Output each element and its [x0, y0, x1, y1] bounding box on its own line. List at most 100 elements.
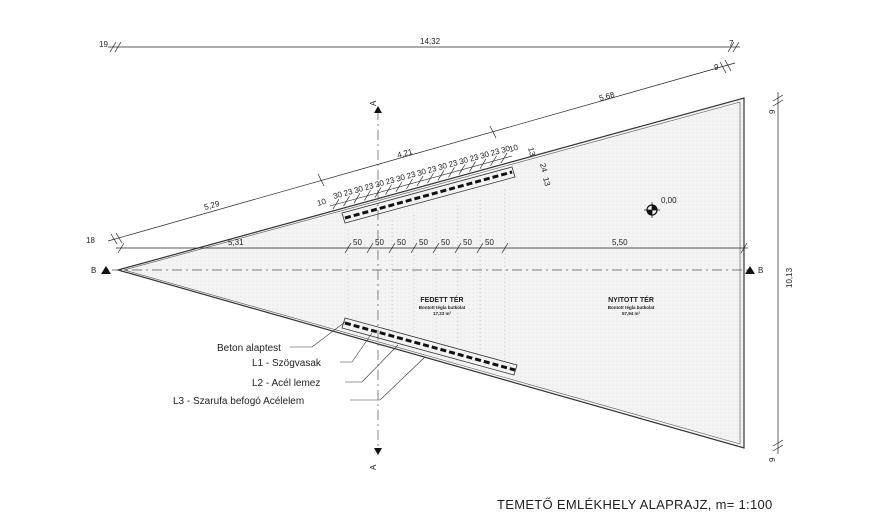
dimension-label: 23 [490, 147, 502, 158]
section-label-b-left: B [91, 266, 96, 275]
dimension-label: 30 [374, 178, 386, 189]
dimension-label: 50 [463, 238, 472, 247]
dim-corner-a: 13 [526, 146, 537, 157]
dim-corner-c: 13 [541, 176, 552, 187]
space-covered: FEDETT TÉR Bontott tégla butkolat 17,23 … [419, 295, 466, 316]
dimension-label: 50 [485, 238, 494, 247]
dim-horizontal-right: 5,50 [612, 238, 628, 247]
section-arrow-b-right [745, 266, 755, 274]
section-arrow-a-bottom [374, 448, 382, 455]
dimension-tick [353, 193, 361, 204]
top-dimension [108, 41, 740, 53]
drawing-title: TEMETŐ EMLÉKHELY ALAPRAJZ, m= 1:100 [497, 497, 773, 512]
dimension-label: 23 [427, 164, 439, 175]
dimension-tick [479, 158, 487, 169]
dim-beam-edge-right: 10 [508, 143, 520, 154]
dimension-label: 30 [500, 144, 512, 155]
dim-top-total: 14,32 [420, 37, 441, 46]
dimension-label: 23 [469, 152, 481, 163]
dim-right-total: 10,13 [785, 267, 794, 288]
plot-outline [115, 97, 745, 449]
dim-beam-edge-left: 10 [316, 197, 328, 208]
section-label-a-bottom: A [369, 464, 378, 470]
horizontal-dimension-chain: 50 50 50 50 50 50 50 [344, 238, 509, 254]
dimension-tick [501, 242, 509, 254]
dimension-tick [364, 190, 371, 201]
dimension-label: 50 [419, 238, 428, 247]
dim-top-left: 19 [99, 40, 108, 49]
space-name: FEDETT TÉR [420, 295, 463, 304]
dimension-tick [427, 172, 434, 184]
dimension-label: 23 [364, 181, 376, 192]
legend-l1: L1 - Szögvasak [252, 358, 322, 369]
slope-dimension [107, 59, 736, 245]
dimension-tick [406, 178, 413, 190]
dimension-label: 50 [397, 238, 406, 247]
dimension-label: 23 [343, 187, 355, 198]
space-area: 57,94 m² [622, 311, 641, 316]
space-area: 17,23 m² [433, 311, 452, 316]
dimension-tick [469, 161, 476, 172]
dim-right-top: 9 [768, 109, 777, 114]
dim-slope-left: 5,29 [203, 199, 221, 212]
dimension-tick [416, 175, 424, 187]
dimension-tick [500, 152, 508, 164]
dim-slope-start: 18 [86, 236, 95, 245]
dimension-label: 30 [437, 161, 449, 172]
dimension-tick [432, 242, 440, 254]
level-marker-label: 0,00 [661, 196, 677, 205]
dimension-tick [395, 181, 403, 192]
dimension-tick [332, 198, 340, 210]
dimension-tick [374, 187, 382, 198]
dimension-label: 50 [353, 238, 362, 247]
space-name: NYITOTT TÉR [608, 295, 654, 304]
dimension-tick [454, 242, 462, 254]
dimension-tick [490, 155, 497, 167]
dimension-tick [437, 170, 445, 181]
dim-slope-right: 5,68 [598, 90, 616, 103]
section-label-a-top: A [369, 100, 378, 106]
dim-slope-middle: 4,21 [396, 147, 414, 160]
space-finish: Bontott tégla butkolat [419, 305, 466, 310]
dimension-tick [410, 242, 418, 254]
dimension-tick [388, 242, 396, 254]
dim-right-bottom: 9 [768, 457, 777, 462]
horizontal-dimension [116, 242, 748, 254]
right-dimension [772, 92, 784, 454]
top-beam-strip [341, 166, 516, 224]
space-finish: Bontott tégla butkolat [608, 305, 655, 310]
dimension-label: 30 [479, 149, 491, 160]
dimension-label: 50 [375, 238, 384, 247]
dim-horizontal-left: 5,31 [228, 238, 244, 247]
dimension-tick [366, 242, 374, 254]
dimension-label: 23 [448, 158, 460, 169]
dimension-label: 30 [416, 167, 428, 178]
dimension-tick [448, 167, 455, 178]
dim-corner-b: 24 [538, 162, 549, 173]
legend-beton-alaptest: Beton alaptest [217, 343, 281, 354]
level-marker-icon [644, 202, 660, 218]
dimension-label: 50 [441, 238, 450, 247]
covered-area-grid [347, 190, 506, 360]
dimension-label: 30 [353, 184, 365, 195]
dimension-tick [458, 164, 466, 175]
dimension-label: 30 [395, 172, 407, 183]
legend-leaders [290, 321, 426, 401]
dimension-label: 23 [406, 170, 418, 181]
dimension-tick [385, 184, 392, 195]
legend-l3: L3 - Szarufa befogó Acélelem [173, 396, 304, 407]
legend-l2: L2 - Acél lemez [252, 378, 320, 389]
dimension-label: 23 [385, 175, 397, 186]
dimension-label: 30 [332, 190, 344, 201]
dim-top-right: 7 [729, 39, 734, 48]
dimension-tick [344, 242, 352, 254]
bottom-beam-strip [341, 317, 518, 376]
space-open: NYITOTT TÉR Bontott tégla butkolat 57,94… [608, 295, 655, 316]
dim-slope-end: 9 [714, 63, 719, 72]
section-label-b-right: B [758, 266, 763, 275]
section-arrow-b-left [101, 266, 111, 274]
dimension-tick [343, 195, 350, 207]
section-arrow-a-top [374, 106, 382, 113]
